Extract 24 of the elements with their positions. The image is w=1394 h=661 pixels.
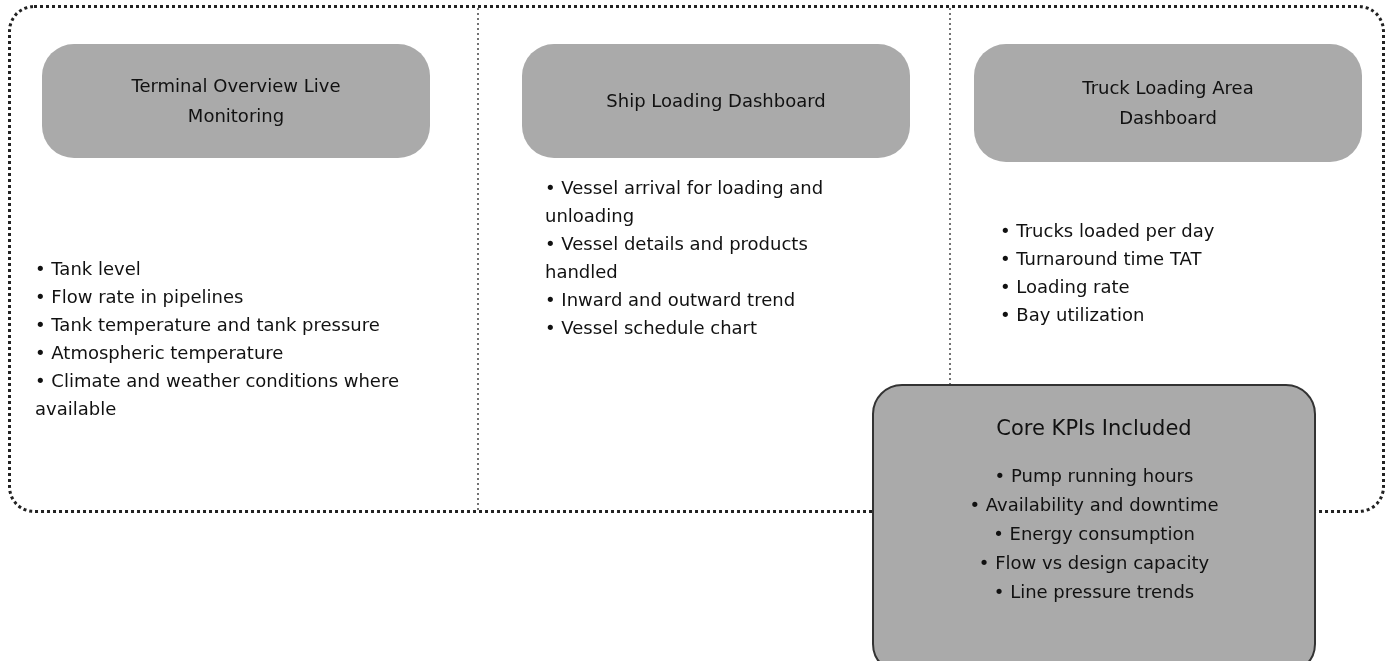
title-card: Terminal Overview Live Monitoring xyxy=(42,44,430,158)
list-item: • Energy consumption xyxy=(992,522,1196,546)
list-item: • Bay utilization xyxy=(1000,303,1146,327)
list-item: • Loading rate xyxy=(1000,275,1131,299)
list-item: • Turnaround time TAT xyxy=(1000,247,1203,271)
list-item: • Line pressure trends xyxy=(992,580,1196,604)
dashboard-panel xyxy=(8,5,1385,513)
list-item: • Tank level xyxy=(35,257,142,281)
list-item: • Flow rate in pipelines xyxy=(35,285,245,309)
list-item: • Vessel details and products handled xyxy=(545,232,809,284)
list-item: • Trucks loaded per day xyxy=(1000,219,1216,243)
kpi-card xyxy=(872,384,1316,661)
list-item: • Pump running hours xyxy=(993,464,1195,488)
list-item: • Vessel arrival for loading and unloading xyxy=(545,176,825,228)
list-item: • Inward and outward trend xyxy=(545,288,797,312)
title-card: Ship Loading Dashboard xyxy=(522,44,910,158)
card-title: Core KPIs Included xyxy=(995,415,1193,442)
list-item: • Climate and weather conditions where available xyxy=(35,369,400,421)
title-card: Truck Loading Area Dashboard xyxy=(974,44,1362,162)
list-item: • Flow vs design capacity xyxy=(977,551,1211,575)
list-item: • Tank temperature and tank pressure xyxy=(35,313,381,337)
list-item: • Vessel schedule chart xyxy=(545,316,759,340)
list-item: • Atmospheric temperature xyxy=(35,341,285,365)
list-item: • Availability and downtime xyxy=(968,493,1220,517)
